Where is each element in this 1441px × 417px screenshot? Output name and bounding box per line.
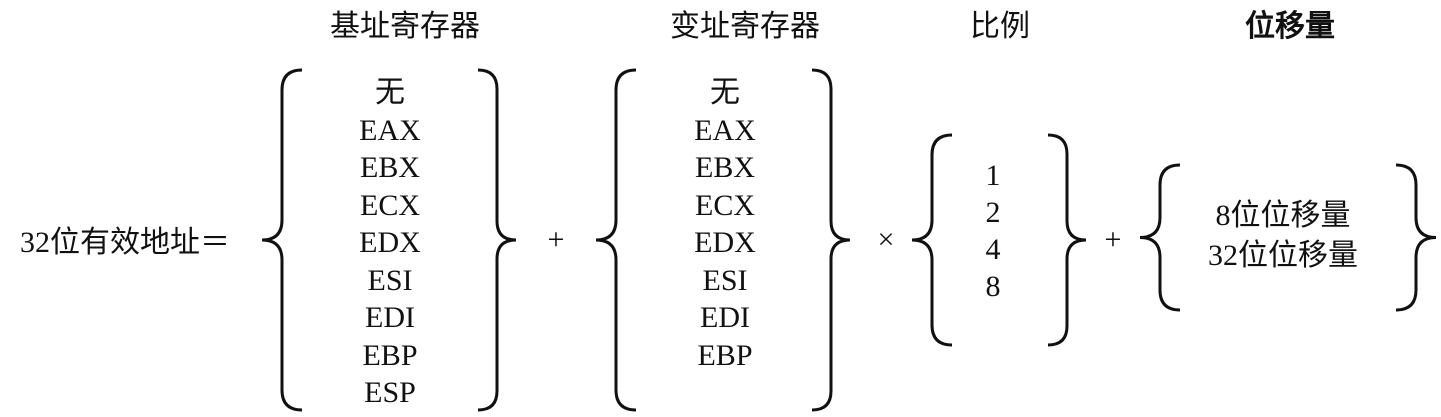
scale-item: 8 <box>985 270 1001 303</box>
right-brace <box>811 68 851 412</box>
base-register-item: ESP <box>364 376 416 409</box>
header-displacement: 位移量 <box>1245 10 1335 43</box>
base-register-item: EAX <box>359 113 421 147</box>
times-operator: × <box>877 223 895 256</box>
right-brace <box>1395 163 1437 312</box>
left-brace <box>1139 163 1181 312</box>
right-brace <box>477 68 517 412</box>
left-brace <box>595 68 637 412</box>
right-brace <box>1047 133 1087 347</box>
header-index-register: 变址寄存器 <box>670 10 820 43</box>
displacement-item: 8位位移量 <box>1215 199 1351 232</box>
left-brace <box>911 133 953 347</box>
scale-item: 4 <box>985 233 1001 266</box>
index-register-item: EDI <box>700 301 750 334</box>
index-register-item: EBX <box>695 151 755 184</box>
plus-operator: + <box>547 223 565 256</box>
displacement-item: 32位位移量 <box>1208 239 1358 272</box>
base-register-item: ESI <box>367 263 413 297</box>
base-register-item: ECX <box>360 188 420 222</box>
base-register-item: EDX <box>359 226 421 259</box>
base-register-item: EBP <box>362 338 418 372</box>
index-register-item: 无 <box>710 76 740 109</box>
header-scale: 比例 <box>970 10 1030 43</box>
index-register-item: EAX <box>694 113 756 147</box>
index-register-item: ECX <box>695 188 755 222</box>
base-register-item: EDI <box>365 301 415 334</box>
plus-operator: + <box>1104 223 1122 256</box>
index-register-item: ESI <box>702 263 748 297</box>
base-register-item: EBX <box>360 151 420 184</box>
scale-item: 2 <box>985 196 1001 229</box>
lhs-label: 32位有效地址＝ <box>20 226 230 259</box>
scale-item: 1 <box>985 159 1001 192</box>
base-register-item: 无 <box>375 76 405 109</box>
left-brace <box>261 68 303 412</box>
index-register-item: EDX <box>694 226 756 259</box>
index-register-item: EBP <box>697 338 753 372</box>
header-base-register: 基址寄存器 <box>330 10 480 43</box>
